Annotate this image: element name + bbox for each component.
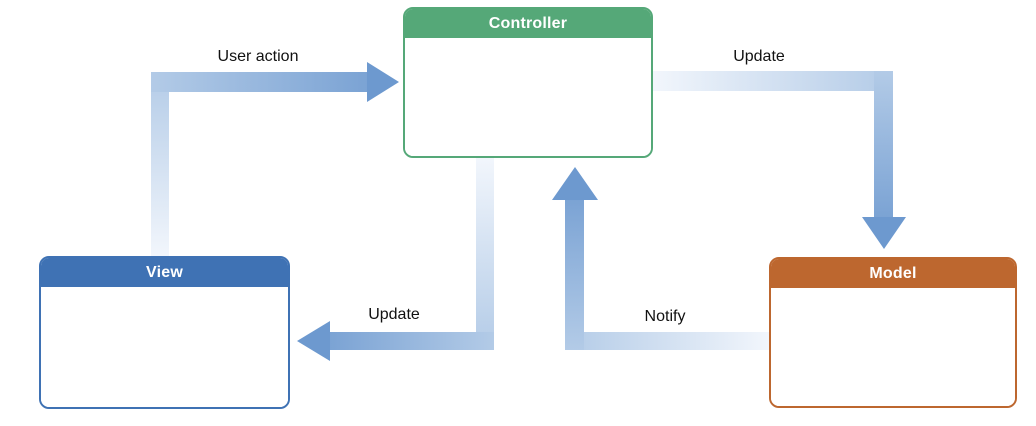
arrowhead-left-icon xyxy=(297,321,330,361)
node-model: Model xyxy=(769,257,1017,408)
node-view-body xyxy=(41,287,288,407)
arrowhead-up-icon xyxy=(552,167,598,200)
arrow-controller-update-model xyxy=(653,71,906,249)
arrow-controller-update-view xyxy=(297,158,494,361)
node-controller-title: Controller xyxy=(405,9,651,38)
node-model-title: Model xyxy=(771,259,1015,288)
arrowhead-right-icon xyxy=(367,62,399,102)
arrow-user-action xyxy=(151,62,399,256)
edge-label-user-action: User action xyxy=(217,48,299,65)
arrow-shaft xyxy=(565,200,584,350)
node-controller: Controller xyxy=(403,7,653,158)
node-view-title: View xyxy=(41,258,288,287)
arrow-shaft xyxy=(653,71,893,91)
arrow-shaft xyxy=(151,72,169,256)
edge-label-notify: Notify xyxy=(644,308,686,325)
node-controller-body xyxy=(405,38,651,156)
arrow-shaft xyxy=(874,71,893,217)
arrow-model-notify-controller xyxy=(552,167,769,350)
arrow-shaft xyxy=(476,158,494,350)
edge-label-update-view: Update xyxy=(368,306,420,323)
arrowhead-down-icon xyxy=(862,217,906,249)
node-model-body xyxy=(771,288,1015,406)
arrow-shaft xyxy=(151,72,367,92)
arrow-shaft xyxy=(330,332,494,350)
arrow-shaft xyxy=(565,332,769,350)
edge-label-update-model: Update xyxy=(733,48,785,65)
node-view: View xyxy=(39,256,290,409)
